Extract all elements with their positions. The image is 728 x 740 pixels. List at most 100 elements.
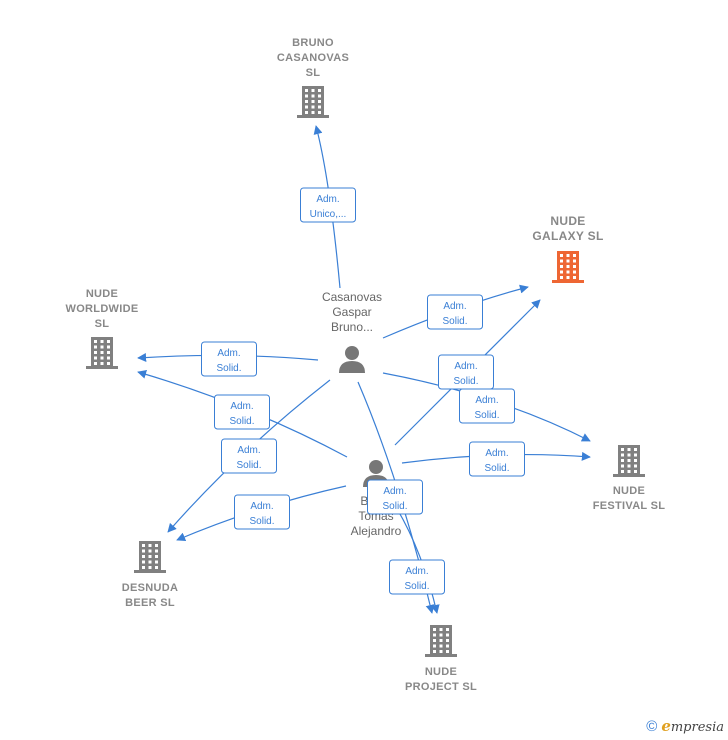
building-window (439, 650, 443, 653)
building-window (155, 560, 158, 564)
building-icon (425, 625, 457, 657)
building-window (627, 464, 631, 468)
building-icon (134, 541, 166, 573)
building-window (311, 94, 315, 98)
edge-label-text: Adm. (237, 445, 260, 456)
building-window (566, 265, 570, 268)
node-galaxy-label: GALAXY SL (532, 229, 603, 243)
building-window (446, 639, 449, 642)
building-window (148, 566, 152, 569)
building-window (621, 448, 624, 451)
building-window (142, 544, 145, 547)
building-window (621, 453, 624, 457)
building-window (433, 644, 436, 648)
badges-layer: Adm.Unico,... Adm. Solid. Adm. Solid. Adm. Sol… (201, 187, 525, 595)
edge-label-casanovas-project[interactable]: Adm. Solid. (367, 479, 423, 515)
building-window (100, 340, 104, 343)
edge-label-text: Solid. (474, 410, 499, 421)
node-bruno-label: BRUNO (292, 37, 334, 49)
building-window (627, 453, 631, 457)
building-window (148, 549, 152, 553)
building-window (433, 650, 436, 653)
building-window (560, 259, 563, 263)
edge-label-text: Solid. (236, 460, 261, 471)
building-window (100, 345, 104, 349)
building-window (100, 356, 104, 360)
building-window (560, 254, 563, 257)
building-window (566, 276, 570, 279)
building-window (634, 464, 637, 468)
building-window (311, 89, 315, 92)
building-window (627, 459, 631, 462)
building-window (318, 94, 321, 98)
edge-label-benlloch-festival[interactable]: Adm. Solid. (469, 441, 525, 477)
building-window (573, 270, 576, 274)
building-window (433, 628, 436, 631)
building-window (94, 345, 97, 349)
edge-label-casanovas-festival[interactable]: Adm. Solid. (459, 388, 515, 424)
brand-initial: e (661, 717, 671, 735)
edge-label-casanovas-desnuda[interactable]: Adm. Solid. (221, 438, 277, 474)
edge-label-text: Adm. (485, 448, 508, 459)
brand-logo[interactable]: empresia (661, 717, 724, 735)
node-galaxy-label: NUDE (550, 214, 585, 228)
building-window (94, 351, 97, 354)
edge-label-text: Solid. (442, 316, 467, 327)
building-window (573, 259, 576, 263)
node-worldwide-label: NUDE (86, 288, 118, 300)
node-casanovas[interactable]: CasanovasGasparBruno... (322, 290, 382, 373)
building-window (621, 459, 624, 462)
edge-label-text: Solid. (484, 463, 509, 474)
building-window (566, 254, 570, 257)
building-window (155, 555, 158, 558)
building-window (142, 549, 145, 553)
building-window (142, 555, 145, 558)
building-window (305, 111, 308, 114)
edge-label-benlloch-galaxy[interactable]: Adm.Solid. (438, 354, 494, 390)
edge-label-benlloch-project[interactable]: Adm.Solid. (389, 559, 445, 595)
building-base (86, 366, 118, 369)
node-casanovas-label: Casanovas (322, 290, 382, 304)
edge-label-benlloch-worldwide[interactable]: Adm.Solid. (214, 394, 270, 430)
building-icon (297, 86, 329, 118)
building-window (566, 270, 570, 274)
edge-label-text: Adm. (383, 486, 406, 497)
edge-label-text: Solid. (216, 363, 241, 374)
building-window (627, 448, 631, 451)
building-window (318, 89, 321, 92)
edge-label-text: Adm. (250, 501, 273, 512)
building-window (311, 111, 315, 114)
building-window (142, 560, 145, 564)
building-window (560, 276, 563, 279)
edge-label-casanovas-worldwide[interactable]: Adm.Solid. (201, 341, 257, 377)
building-window (107, 356, 110, 360)
brand-name: mpresia (670, 720, 724, 735)
edge-label-casanovas-galaxy[interactable]: Adm.Solid. (427, 294, 483, 330)
edge-label-text: Solid. (382, 501, 407, 512)
building-window (318, 105, 321, 109)
building-icon (613, 445, 645, 477)
building-base (297, 115, 329, 118)
person-icon (339, 346, 365, 373)
edge-label-benlloch-desnuda[interactable]: Adm. Solid. (234, 494, 290, 530)
edge-label-text: Adm. (475, 395, 498, 406)
edge-label-text: Solid. (249, 516, 274, 527)
building-window (446, 633, 449, 637)
edge-label-box (234, 494, 290, 530)
edge-label-text: Solid. (453, 376, 478, 387)
edge-label-box (469, 441, 525, 477)
node-project-label: PROJECT SL (405, 681, 477, 693)
building-window (560, 265, 563, 268)
building-window (107, 340, 110, 343)
node-bruno-label: CASANOVAS (277, 52, 349, 64)
edge-label-casanovas-bruno[interactable]: Adm.Unico,... (300, 187, 356, 223)
building-window (439, 639, 443, 642)
node-worldwide-label: WORLDWIDE (66, 303, 139, 315)
